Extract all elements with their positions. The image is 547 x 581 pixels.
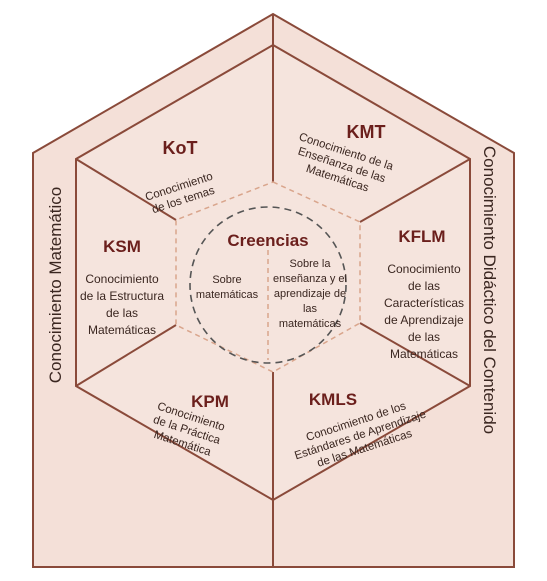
svg-text:las: las bbox=[303, 303, 318, 315]
svg-text:Sobre la: Sobre la bbox=[290, 258, 332, 270]
svg-text:de Aprendizaje: de Aprendizaje bbox=[384, 313, 464, 327]
svg-text:Conocimiento: Conocimiento bbox=[85, 272, 159, 286]
svg-text:matemáticas: matemáticas bbox=[196, 289, 259, 301]
creencias-right-text: Sobre la enseñanza y el aprendizaje de l… bbox=[273, 258, 347, 330]
svg-text:Matemáticas: Matemáticas bbox=[390, 347, 458, 361]
svg-text:Conocimiento: Conocimiento bbox=[387, 262, 461, 276]
kpm-title: KPM bbox=[191, 392, 229, 411]
kflm-title: KFLM bbox=[398, 227, 445, 246]
right-outer-label: Conocimiento Didáctico del Contenido bbox=[480, 146, 499, 434]
creencias-title: Creencias bbox=[227, 231, 308, 250]
kmt-title: KMT bbox=[347, 122, 386, 142]
kflm-text: Conocimiento de las Características de A… bbox=[384, 262, 464, 361]
svg-text:matemáticas: matemáticas bbox=[279, 318, 342, 330]
svg-text:enseñanza y el: enseñanza y el bbox=[273, 273, 347, 285]
svg-text:de las: de las bbox=[408, 330, 440, 344]
creencias-circle bbox=[189, 206, 347, 364]
svg-text:Características: Características bbox=[384, 296, 464, 310]
svg-text:Matemáticas: Matemáticas bbox=[88, 323, 156, 337]
svg-text:de las: de las bbox=[106, 306, 138, 320]
hexagon-spokes bbox=[75, 45, 471, 500]
ksm-title: KSM bbox=[103, 237, 141, 256]
svg-text:de la Estructura: de la Estructura bbox=[80, 289, 164, 303]
kot-title: KoT bbox=[163, 138, 198, 158]
svg-text:de las: de las bbox=[408, 279, 440, 293]
creencias-left-text: Sobre matemáticas bbox=[196, 274, 259, 301]
svg-text:Sobre: Sobre bbox=[212, 274, 241, 286]
svg-text:aprendizaje de: aprendizaje de bbox=[274, 288, 346, 300]
kmls-title: KMLS bbox=[309, 390, 357, 409]
ksm-text: Conocimiento de la Estructura de las Mat… bbox=[80, 272, 164, 337]
left-outer-label: Conocimiento Matemático bbox=[46, 187, 65, 384]
